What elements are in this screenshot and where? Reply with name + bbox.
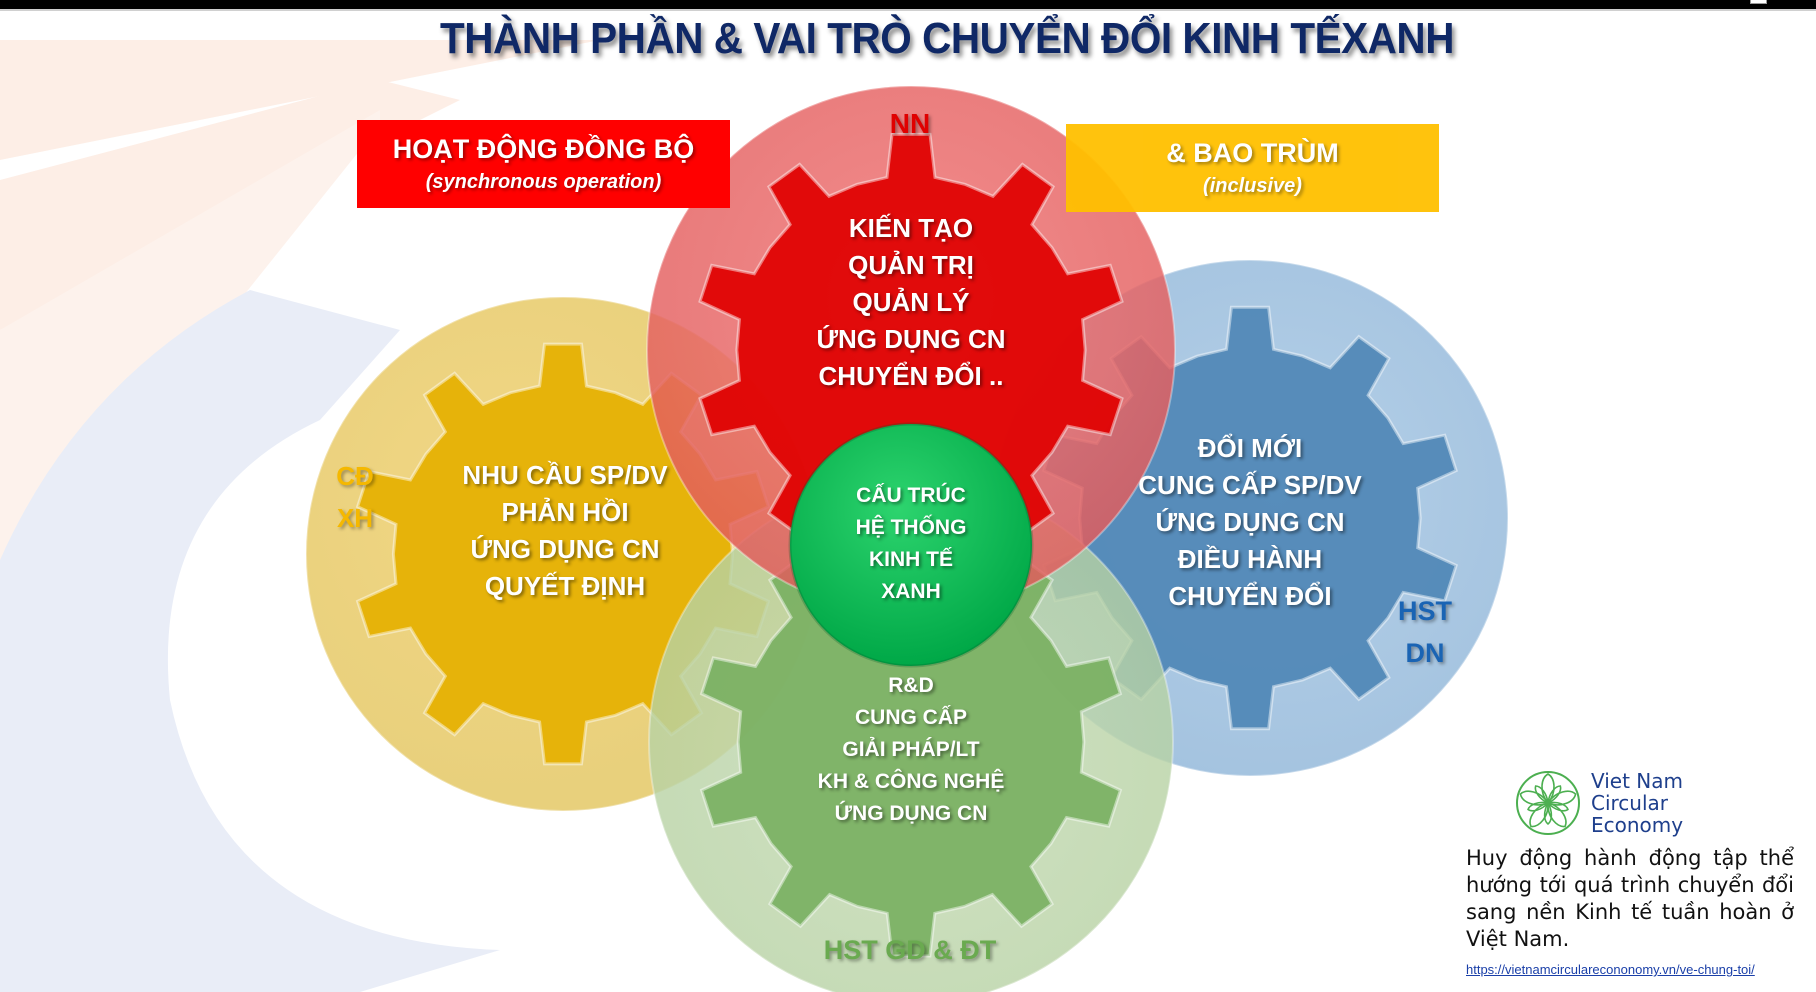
role-line: ĐỔI MỚI — [1197, 433, 1303, 463]
core-structure-text: CẤU TRÚC HỆ THỐNG KINH TẾ XANH — [811, 480, 1011, 608]
logo-line: Viet Nam — [1591, 769, 1684, 793]
organization-description: Huy động hành động tập thể hướng tới quá… — [1466, 846, 1794, 951]
role-line: ỨNG DỤNG CN — [470, 534, 660, 564]
tag-sub: (inclusive) — [1203, 175, 1302, 197]
window-top-border — [0, 0, 1816, 9]
bg-arc-blue — [0, 290, 500, 992]
role-line: CHUYỂN ĐỔI .. — [818, 361, 1004, 391]
role-line: CHUYỂN ĐỔI — [1168, 581, 1332, 611]
core-line: HỆ THỐNG — [855, 516, 967, 539]
society-label: CĐ XH — [320, 455, 390, 539]
role-line: QUẢN TRỊ — [848, 250, 974, 280]
role-line: QUYẾT ĐỊNH — [484, 571, 646, 601]
education-gear-icon — [699, 526, 1123, 958]
role-line: ỨNG DỤNG CN — [834, 802, 988, 825]
role-line: PHẢN HỒI — [501, 497, 629, 527]
vietnam-circular-economy-logo: Viet Nam Circular Economy — [1515, 770, 1715, 840]
role-line: NHU CẦU SP/DV — [462, 460, 668, 490]
source-link[interactable]: https://vietnamcircularecononomy.vn/ve-c… — [1466, 962, 1755, 977]
tag-main: & BAO TRÙM — [1166, 138, 1339, 168]
flower-circle-icon — [1516, 771, 1580, 835]
tag-sub: (synchronous operation) — [425, 171, 662, 193]
tag-main: HOẠT ĐỘNG ĐỒNG BỘ — [392, 134, 695, 164]
core-line: XANH — [881, 580, 941, 603]
state-roles: KIẾN TẠO QUẢN TRỊ QUẢN LÝ ỨNG DỤNG CN CH… — [761, 210, 1061, 395]
role-line: ỨNG DỤNG CN — [816, 324, 1006, 354]
inclusive-tag: & BAO TRÙM (inclusive) — [1066, 124, 1439, 212]
role-line: ĐIỀU HÀNH — [1177, 544, 1323, 574]
education-roles: R&D CUNG CẤP GIẢI PHÁP/LT KH & CÔNG NGHỆ… — [781, 670, 1041, 830]
education-label: HST GD & ĐT — [823, 935, 997, 965]
label-line: HST — [1398, 596, 1452, 626]
role-line: QUẢN LÝ — [852, 287, 970, 317]
business-roles: ĐỔI MỚI CUNG CẤP SP/DV ỨNG DỤNG CN ĐIỀU … — [1100, 430, 1400, 615]
logo-line: Circular — [1591, 791, 1669, 815]
state-label: NN — [889, 108, 931, 139]
role-line: ỨNG DỤNG CN — [1155, 507, 1345, 537]
role-line: CUNG CẤP — [854, 706, 967, 729]
logo-wordmark: Viet Nam Circular Economy — [1591, 770, 1683, 836]
window-handle — [1750, 0, 1767, 4]
bg-swoosh-peach-1 — [0, 40, 600, 160]
label-line: XH — [336, 503, 374, 533]
label-line: DN — [1405, 638, 1445, 668]
society-roles: NHU CẦU SP/DV PHẢN HỒI ỨNG DỤNG CN QUYẾT… — [415, 457, 715, 605]
label-line: CĐ — [336, 461, 374, 491]
role-line: CUNG CẤP SP/DV — [1138, 470, 1362, 500]
synchronous-operation-tag: HOẠT ĐỘNG ĐỒNG BỘ (synchronous operation… — [357, 120, 730, 208]
role-line: KIẾN TẠO — [848, 213, 974, 243]
business-label: HST DN — [1385, 590, 1465, 674]
core-circle — [788, 422, 1034, 668]
role-line: GIẢI PHÁP/LT — [842, 738, 980, 761]
core-line: CẤU TRÚC — [856, 484, 966, 507]
logo-line: Economy — [1591, 813, 1684, 837]
slide-title: THÀNH PHẦN & VAI TRÒ CHUYỂN ĐỔI KINH TẾX… — [440, 14, 1454, 63]
core-line: KINH TẾ — [869, 548, 953, 571]
role-line: KH & CÔNG NGHỆ — [817, 770, 1005, 793]
role-line: R&D — [888, 674, 934, 697]
top-divider — [0, 9, 1816, 11]
